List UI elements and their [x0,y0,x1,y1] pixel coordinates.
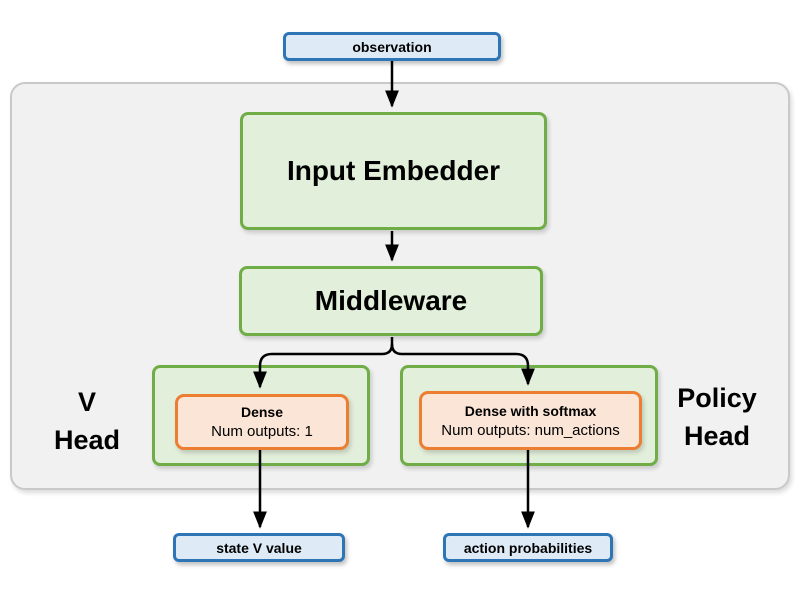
policy-head-dense-title: Dense with softmax [464,402,597,419]
state-v-value-node: state V value [173,533,345,562]
input-embedder-label: Input Embedder [286,155,501,186]
action-probabilities-node: action probabilities [443,533,613,562]
v-head-label-line2: Head [53,425,121,455]
middleware-node: Middleware [239,266,543,336]
policy-head-node: Dense with softmax Num outputs: num_acti… [400,365,658,466]
policy-head-dense-node: Dense with softmax Num outputs: num_acti… [419,391,642,450]
v-head-dense-node: Dense Num outputs: 1 [175,394,349,450]
action-probabilities-label: action probabilities [463,539,593,556]
observation-label: observation [352,38,432,55]
v-head-label-line1: V [77,387,96,417]
policy-head-label-line1: Policy [677,383,757,413]
policy-head-dense-subtitle: Num outputs: num_actions [441,421,620,439]
v-head-dense-subtitle: Num outputs: 1 [211,423,313,440]
observation-node: observation [283,32,501,61]
policy-head-label: Policy Head [652,379,782,455]
state-v-value-label: state V value [216,539,302,556]
v-head-node: Dense Num outputs: 1 [152,365,370,466]
v-head-dense-title: Dense [240,404,284,420]
input-embedder-node: Input Embedder [240,112,547,230]
middleware-label: Middleware [314,285,468,316]
policy-head-label-line2: Head [683,421,751,451]
v-head-label: V Head [22,383,152,459]
